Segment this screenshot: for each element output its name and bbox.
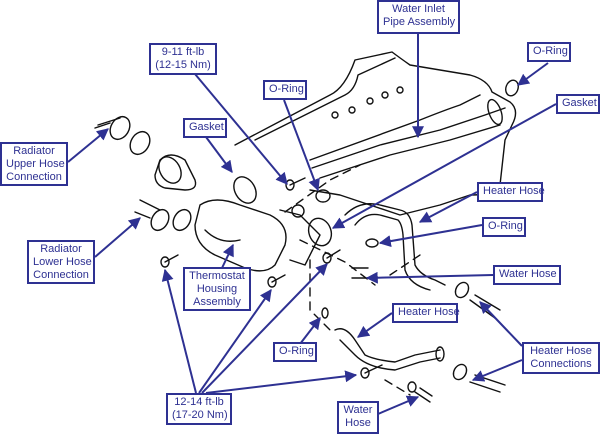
leader-heater-connections-1 [479,301,523,347]
leader-gasket-right [331,103,557,229]
leader-o-ring-mid [378,224,483,248]
callout-o-ring-upper: O-Ring [263,80,307,100]
leader-radiator-lower [94,217,141,258]
callout-heater-hose-upper: Heater Hose [477,182,545,202]
water-pipe [311,107,506,169]
leader-heater-hose-upper [418,191,478,223]
leader-torque-12-14-c [201,263,328,394]
leader-radiator-upper [67,128,109,163]
thermostat-outlet [154,154,197,191]
gasket-right-part [307,217,333,247]
pipe-end [487,98,503,126]
leader-torque-12-14-b [198,289,272,394]
callout-o-ring-top-right: O-Ring [527,42,571,62]
o-ring-upper-part [315,189,331,203]
heater-pipe-upper [344,203,446,286]
leader-water-hose-bottom [377,395,420,415]
lower-hose [134,199,161,219]
callout-heater-hose-lower: Heater Hose [392,303,460,323]
leader-torque-12-14-d [205,370,358,394]
callout-water-hose-right: Water Hose [493,265,561,285]
leader-thermostat [221,243,234,269]
o-ring-top-right-part [505,79,519,97]
leader-torque-12-14-a [161,268,197,394]
callout-torque-9-11: 9-11 ft-lb(12-15 Nm) [149,43,217,75]
leader-o-ring-lower [299,317,321,345]
bolt-mid [267,274,286,288]
callout-gasket-right: Gasket [556,94,600,114]
engine-ridge-2 [309,94,481,161]
callout-o-ring-lower: O-Ring [273,342,317,362]
leader-torque-9-11 [194,73,288,185]
callout-o-ring-mid-right: O-Ring [482,217,526,237]
leader-heater-connections-2 [471,359,523,382]
leader-water-hose-right [365,271,494,284]
engine-ridge-1 [254,57,396,141]
leader-o-ring-upper [283,99,320,192]
o-ring-mid-part [365,238,379,248]
thermostat-housing-body [194,199,287,272]
leader-heater-hose-lower [357,312,393,338]
leader-gasket-left [205,136,233,173]
bolt-9-11 [285,177,306,191]
callout-gasket-left: Gasket [183,118,227,138]
o-ring-lower-part [321,307,329,319]
callout-torque-12-14: 12-14 ft-lb(17-20 Nm) [166,393,232,425]
bolt-left [160,254,179,268]
gasket-left-part [233,176,257,204]
leader-o-ring-top-right [517,62,549,86]
bolt-lower [360,364,383,379]
heater-pipe-lower [334,328,441,363]
